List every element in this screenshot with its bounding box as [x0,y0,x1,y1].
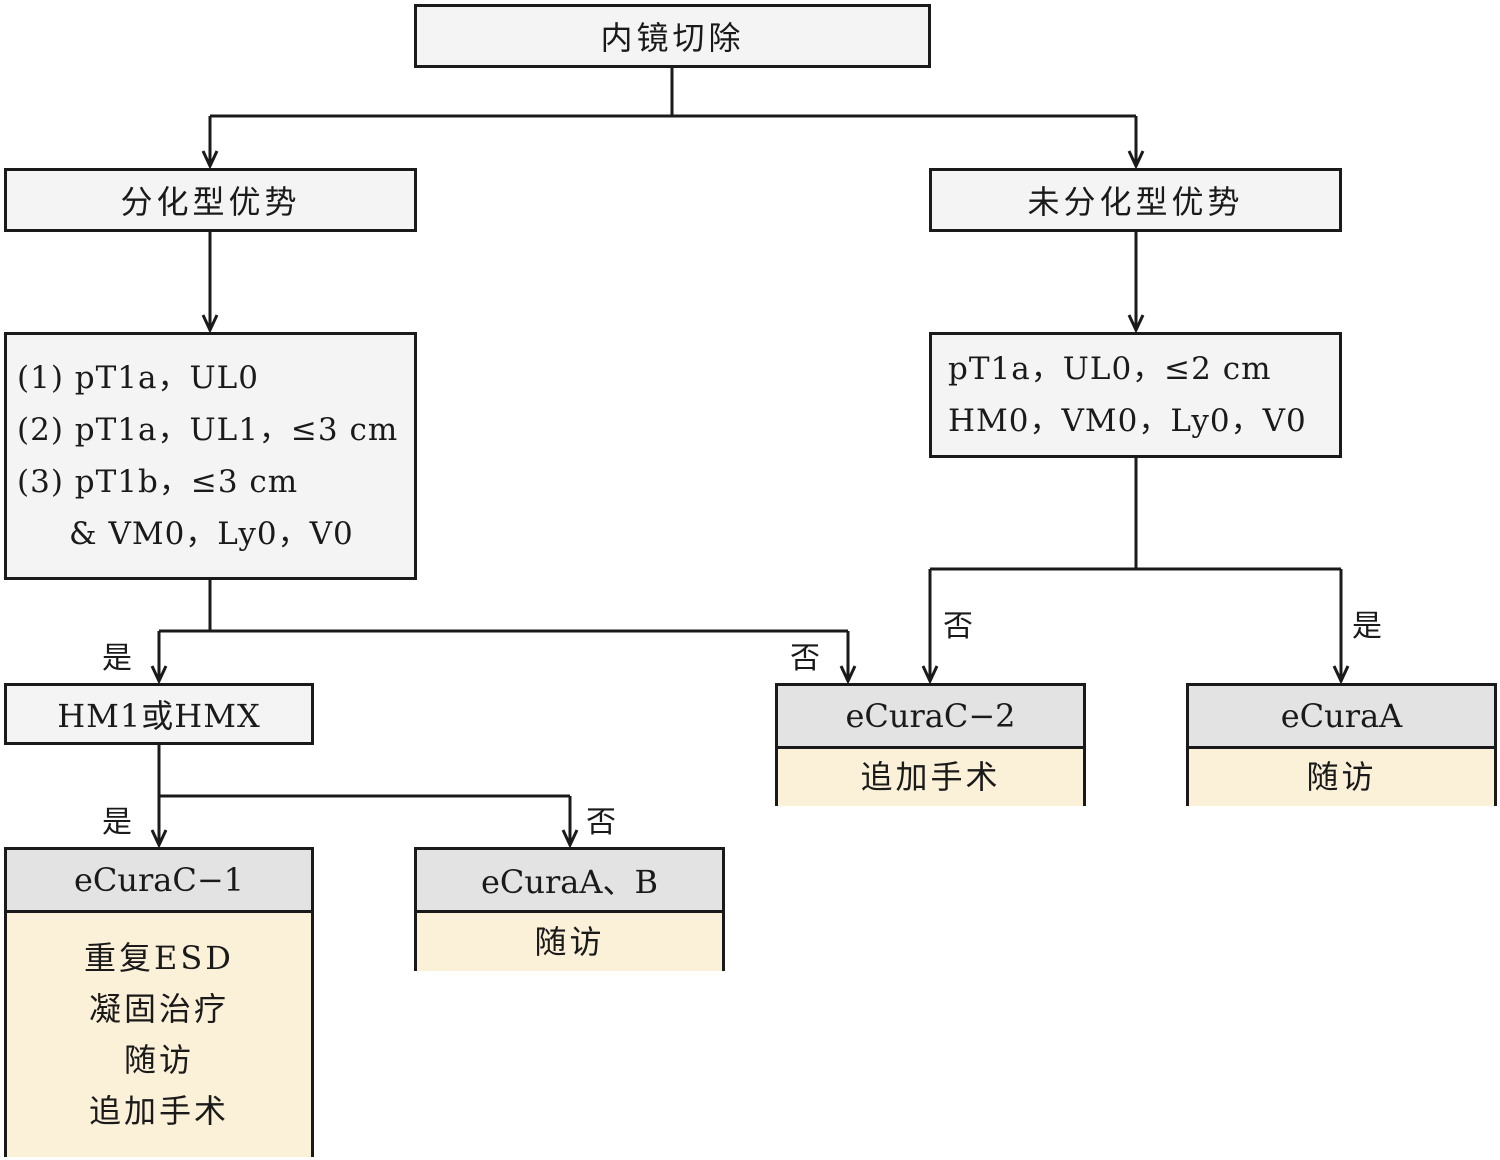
ecura-ab-action-1: 随访 [534,922,605,961]
ecura-c1-node: eCuraC−1 重复ESD 凝固治疗 随访 追加手术 [4,847,314,1157]
ecura-ab-node: eCuraA、B 随访 [414,847,725,971]
ecura-a-title: eCuraA [1189,686,1494,749]
hm-check-node: HM1或HMX [4,683,314,745]
ecura-c2-action-1: 追加手术 [860,758,1001,796]
criteria-differentiated-node: (1) pT1a，UL0 (2) pT1a，UL1，≤3 cm (3) pT1b… [4,332,417,580]
differentiated-node: 分化型优势 [4,168,417,232]
root-node: 内镜切除 [414,4,931,68]
criteria-diff-line-1: (1) pT1a，UL0 [17,360,259,396]
ecura-a-node: eCuraA 随访 [1186,683,1497,806]
ecura-c1-actions: 重复ESD 凝固治疗 随访 追加手术 [7,913,311,1157]
criteria-undifferentiated-node: pT1a，UL0，≤2 cm HM0，VM0，Ly0，V0 [929,332,1342,458]
undifferentiated-node: 未分化型优势 [929,168,1342,232]
undifferentiated-label: 未分化型优势 [1027,183,1244,221]
hm-check-label: HM1或HMX [57,697,261,735]
criteria-undiff-line-2: HM0，VM0，Ly0，V0 [948,403,1307,439]
differentiated-label: 分化型优势 [120,183,301,221]
ecura-a-actions: 随访 [1189,749,1494,806]
ecura-c2-title: eCuraC−2 [778,686,1083,749]
edge-label-yes-ecura-a: 是 [1352,609,1382,644]
ecura-c1-action-2: 凝固治疗 [88,990,229,1028]
root-label: 内镜切除 [600,19,745,57]
criteria-diff-line-4: & VM0，Ly0，V0 [69,516,354,552]
edge-label-no-undiff: 否 [943,609,973,644]
hm-split-line [157,745,570,798]
ecura-ab-title: eCuraA、B [417,850,722,913]
ecura-c1-title: eCuraC−1 [7,850,311,913]
edge-label-yes-ecura-c1: 是 [102,805,132,840]
criteria-undiff-line-1: pT1a，UL0，≤2 cm [948,351,1272,387]
ecura-ab-actions: 随访 [417,913,722,971]
edge-label-yes-hm: 是 [102,641,132,676]
root-split-line [210,67,1136,118]
criteria-diff-line-2: (2) pT1a，UL1，≤3 cm [17,412,399,448]
ecura-c1-action-4: 追加手术 [88,1092,229,1130]
ecura-c2-node: eCuraC−2 追加手术 [775,683,1086,806]
criteria-undiff-split-line [930,457,1341,571]
edge-label-no-ecura-c2: 否 [790,641,820,676]
edge-label-no-ecura-ab: 否 [586,805,616,840]
ecura-c2-actions: 追加手术 [778,749,1083,806]
criteria-diff-split-line [159,579,848,633]
ecura-a-action-1: 随访 [1306,758,1377,796]
ecura-c1-action-3: 随访 [123,1041,194,1079]
criteria-diff-line-3: (3) pT1b，≤3 cm [17,464,299,500]
ecura-c1-action-1: 重复ESD [84,939,234,977]
